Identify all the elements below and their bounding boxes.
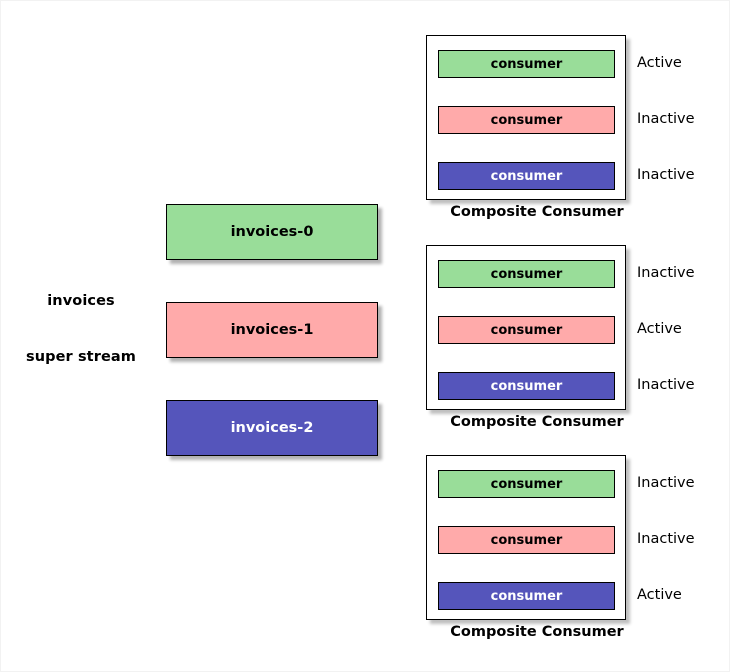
- composite-consumer-box[interactable]: consumer consumer consumer: [426, 455, 626, 620]
- super-stream-type-label: super stream: [25, 349, 136, 365]
- composite-consumer-group-3: consumer consumer consumer Inactive Inac…: [426, 455, 695, 640]
- consumer-status-badge: Active: [637, 587, 682, 603]
- consumer-box-blue[interactable]: consumer: [438, 372, 615, 400]
- consumer-box-green[interactable]: consumer: [438, 50, 615, 78]
- consumer-box-pink[interactable]: consumer: [438, 316, 615, 344]
- consumer-row[interactable]: consumer: [438, 470, 615, 498]
- consumer-box-green[interactable]: consumer: [438, 470, 615, 498]
- consumer-status-badge: Active: [637, 321, 682, 337]
- consumer-row[interactable]: consumer: [438, 372, 615, 400]
- consumer-box-pink[interactable]: consumer: [438, 106, 615, 134]
- consumer-label: consumer: [490, 266, 563, 282]
- consumer-box-blue[interactable]: consumer: [438, 582, 615, 610]
- consumer-row[interactable]: consumer: [438, 260, 615, 288]
- consumer-status-badge: Inactive: [637, 475, 695, 491]
- stream-partition-label: invoices-2: [230, 420, 314, 436]
- stream-partition-invoices-1[interactable]: invoices-1: [166, 302, 378, 358]
- consumer-label: consumer: [490, 588, 563, 604]
- composite-consumer-caption: Composite Consumer: [450, 414, 624, 430]
- super-stream-name-label: invoices: [47, 293, 115, 309]
- composite-consumer-caption: Composite Consumer: [450, 204, 624, 220]
- consumer-status-badge: Active: [637, 55, 682, 71]
- stream-partition-label: invoices-1: [230, 322, 314, 338]
- consumer-label: consumer: [490, 112, 563, 128]
- consumer-row[interactable]: consumer: [438, 316, 615, 344]
- stream-partition-invoices-0[interactable]: invoices-0: [166, 204, 378, 260]
- consumer-row[interactable]: consumer: [438, 162, 615, 190]
- consumer-box-green[interactable]: consumer: [438, 260, 615, 288]
- consumer-status-badge: Inactive: [637, 167, 695, 183]
- composite-consumer-group-1: consumer consumer consumer Active Inacti…: [426, 35, 695, 220]
- consumer-box-pink[interactable]: consumer: [438, 526, 615, 554]
- consumer-status-badge: Inactive: [637, 265, 695, 281]
- consumer-label: consumer: [490, 322, 563, 338]
- composite-consumer-box[interactable]: consumer consumer consumer: [426, 245, 626, 410]
- composite-consumer-caption: Composite Consumer: [450, 624, 624, 640]
- consumer-label: consumer: [490, 476, 563, 492]
- stream-partition-label: invoices-0: [230, 224, 314, 240]
- composite-consumer-box[interactable]: consumer consumer consumer: [426, 35, 626, 200]
- consumer-status-badge: Inactive: [637, 111, 695, 127]
- consumer-row[interactable]: consumer: [438, 106, 615, 134]
- consumer-label: consumer: [490, 56, 563, 72]
- consumer-status-badge: Inactive: [637, 377, 695, 393]
- consumer-row[interactable]: consumer: [438, 50, 615, 78]
- consumer-label: consumer: [490, 378, 563, 394]
- consumer-row[interactable]: consumer: [438, 526, 615, 554]
- stream-partition-invoices-2[interactable]: invoices-2: [166, 400, 378, 456]
- consumer-status-badge: Inactive: [637, 531, 695, 547]
- consumer-label: consumer: [490, 168, 563, 184]
- consumer-label: consumer: [490, 532, 563, 548]
- composite-consumer-group-2: consumer consumer consumer Inactive Acti…: [426, 245, 695, 430]
- consumer-row[interactable]: consumer: [438, 582, 615, 610]
- consumer-box-blue[interactable]: consumer: [438, 162, 615, 190]
